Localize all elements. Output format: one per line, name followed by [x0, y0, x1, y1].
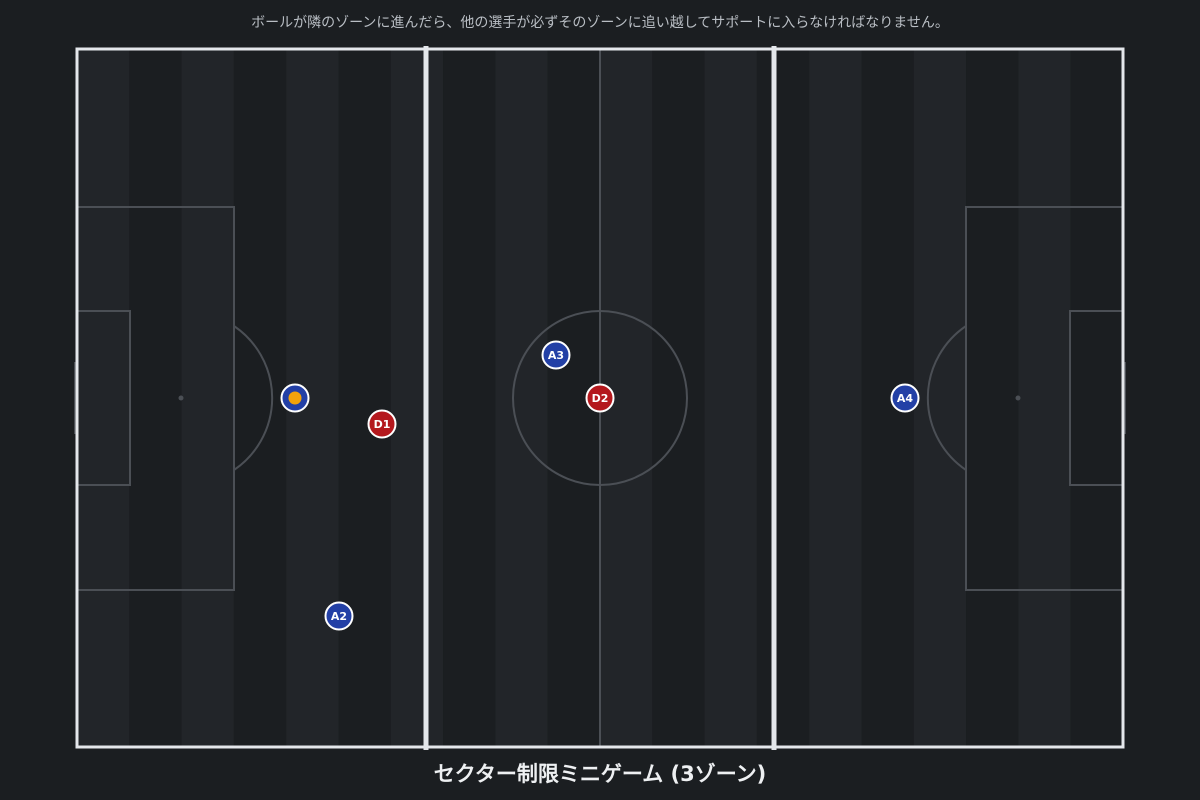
subtitle: ボールが隣のゾーンに進んだら、他の選手が必ずそのゾーンに追い越してサポートに入ら… — [251, 15, 949, 31]
diagram-title: セクター制限ミニゲーム (3ゾーン) — [433, 762, 767, 786]
pitch-stripe — [1018, 49, 1071, 747]
pitch-stripe — [495, 49, 548, 747]
left-penalty-spot — [178, 395, 184, 401]
pitch-stripe — [338, 49, 391, 747]
player-label: A3 — [548, 349, 564, 362]
pitch-boundary — [75, 47, 1125, 749]
pitch-stripes — [77, 49, 1123, 747]
player-a4[interactable]: A4 — [890, 383, 920, 413]
pitch-stripe — [390, 49, 444, 747]
pitch-stripe — [1070, 49, 1123, 747]
pitch-stripe — [181, 49, 234, 747]
player-marker — [585, 383, 615, 413]
player-d1[interactable]: D1 — [367, 409, 397, 439]
player-ball-carrier[interactable] — [280, 383, 310, 413]
player-label: D2 — [592, 392, 609, 405]
pitch-stripe — [443, 49, 496, 747]
center-circle — [512, 310, 688, 486]
pitch-stripe — [129, 49, 182, 747]
right-penalty-arc — [926, 325, 967, 471]
pitch-stripe — [966, 49, 1019, 747]
player-marker — [890, 383, 920, 413]
pitch-stripe — [913, 49, 967, 747]
right-penalty-spot — [1015, 395, 1021, 401]
player-label: A2 — [331, 610, 347, 623]
player-marker — [367, 409, 397, 439]
pitch-stripe — [809, 49, 862, 747]
pitch-stripe — [233, 49, 287, 747]
player-a3[interactable]: A3 — [541, 340, 571, 370]
pitch-stripe — [756, 49, 810, 747]
pitch-stripe — [77, 49, 130, 747]
player-label: A4 — [897, 392, 914, 405]
player-a2[interactable]: A2 — [324, 601, 354, 631]
pitch-stripe — [652, 49, 705, 747]
player-marker — [541, 340, 571, 370]
player-d2[interactable]: D2 — [585, 383, 615, 413]
pitch-stripe — [704, 49, 757, 747]
left-penalty-arc — [233, 325, 274, 471]
player-label: D1 — [374, 418, 391, 431]
ball-icon — [288, 391, 302, 405]
player-marker — [324, 601, 354, 631]
